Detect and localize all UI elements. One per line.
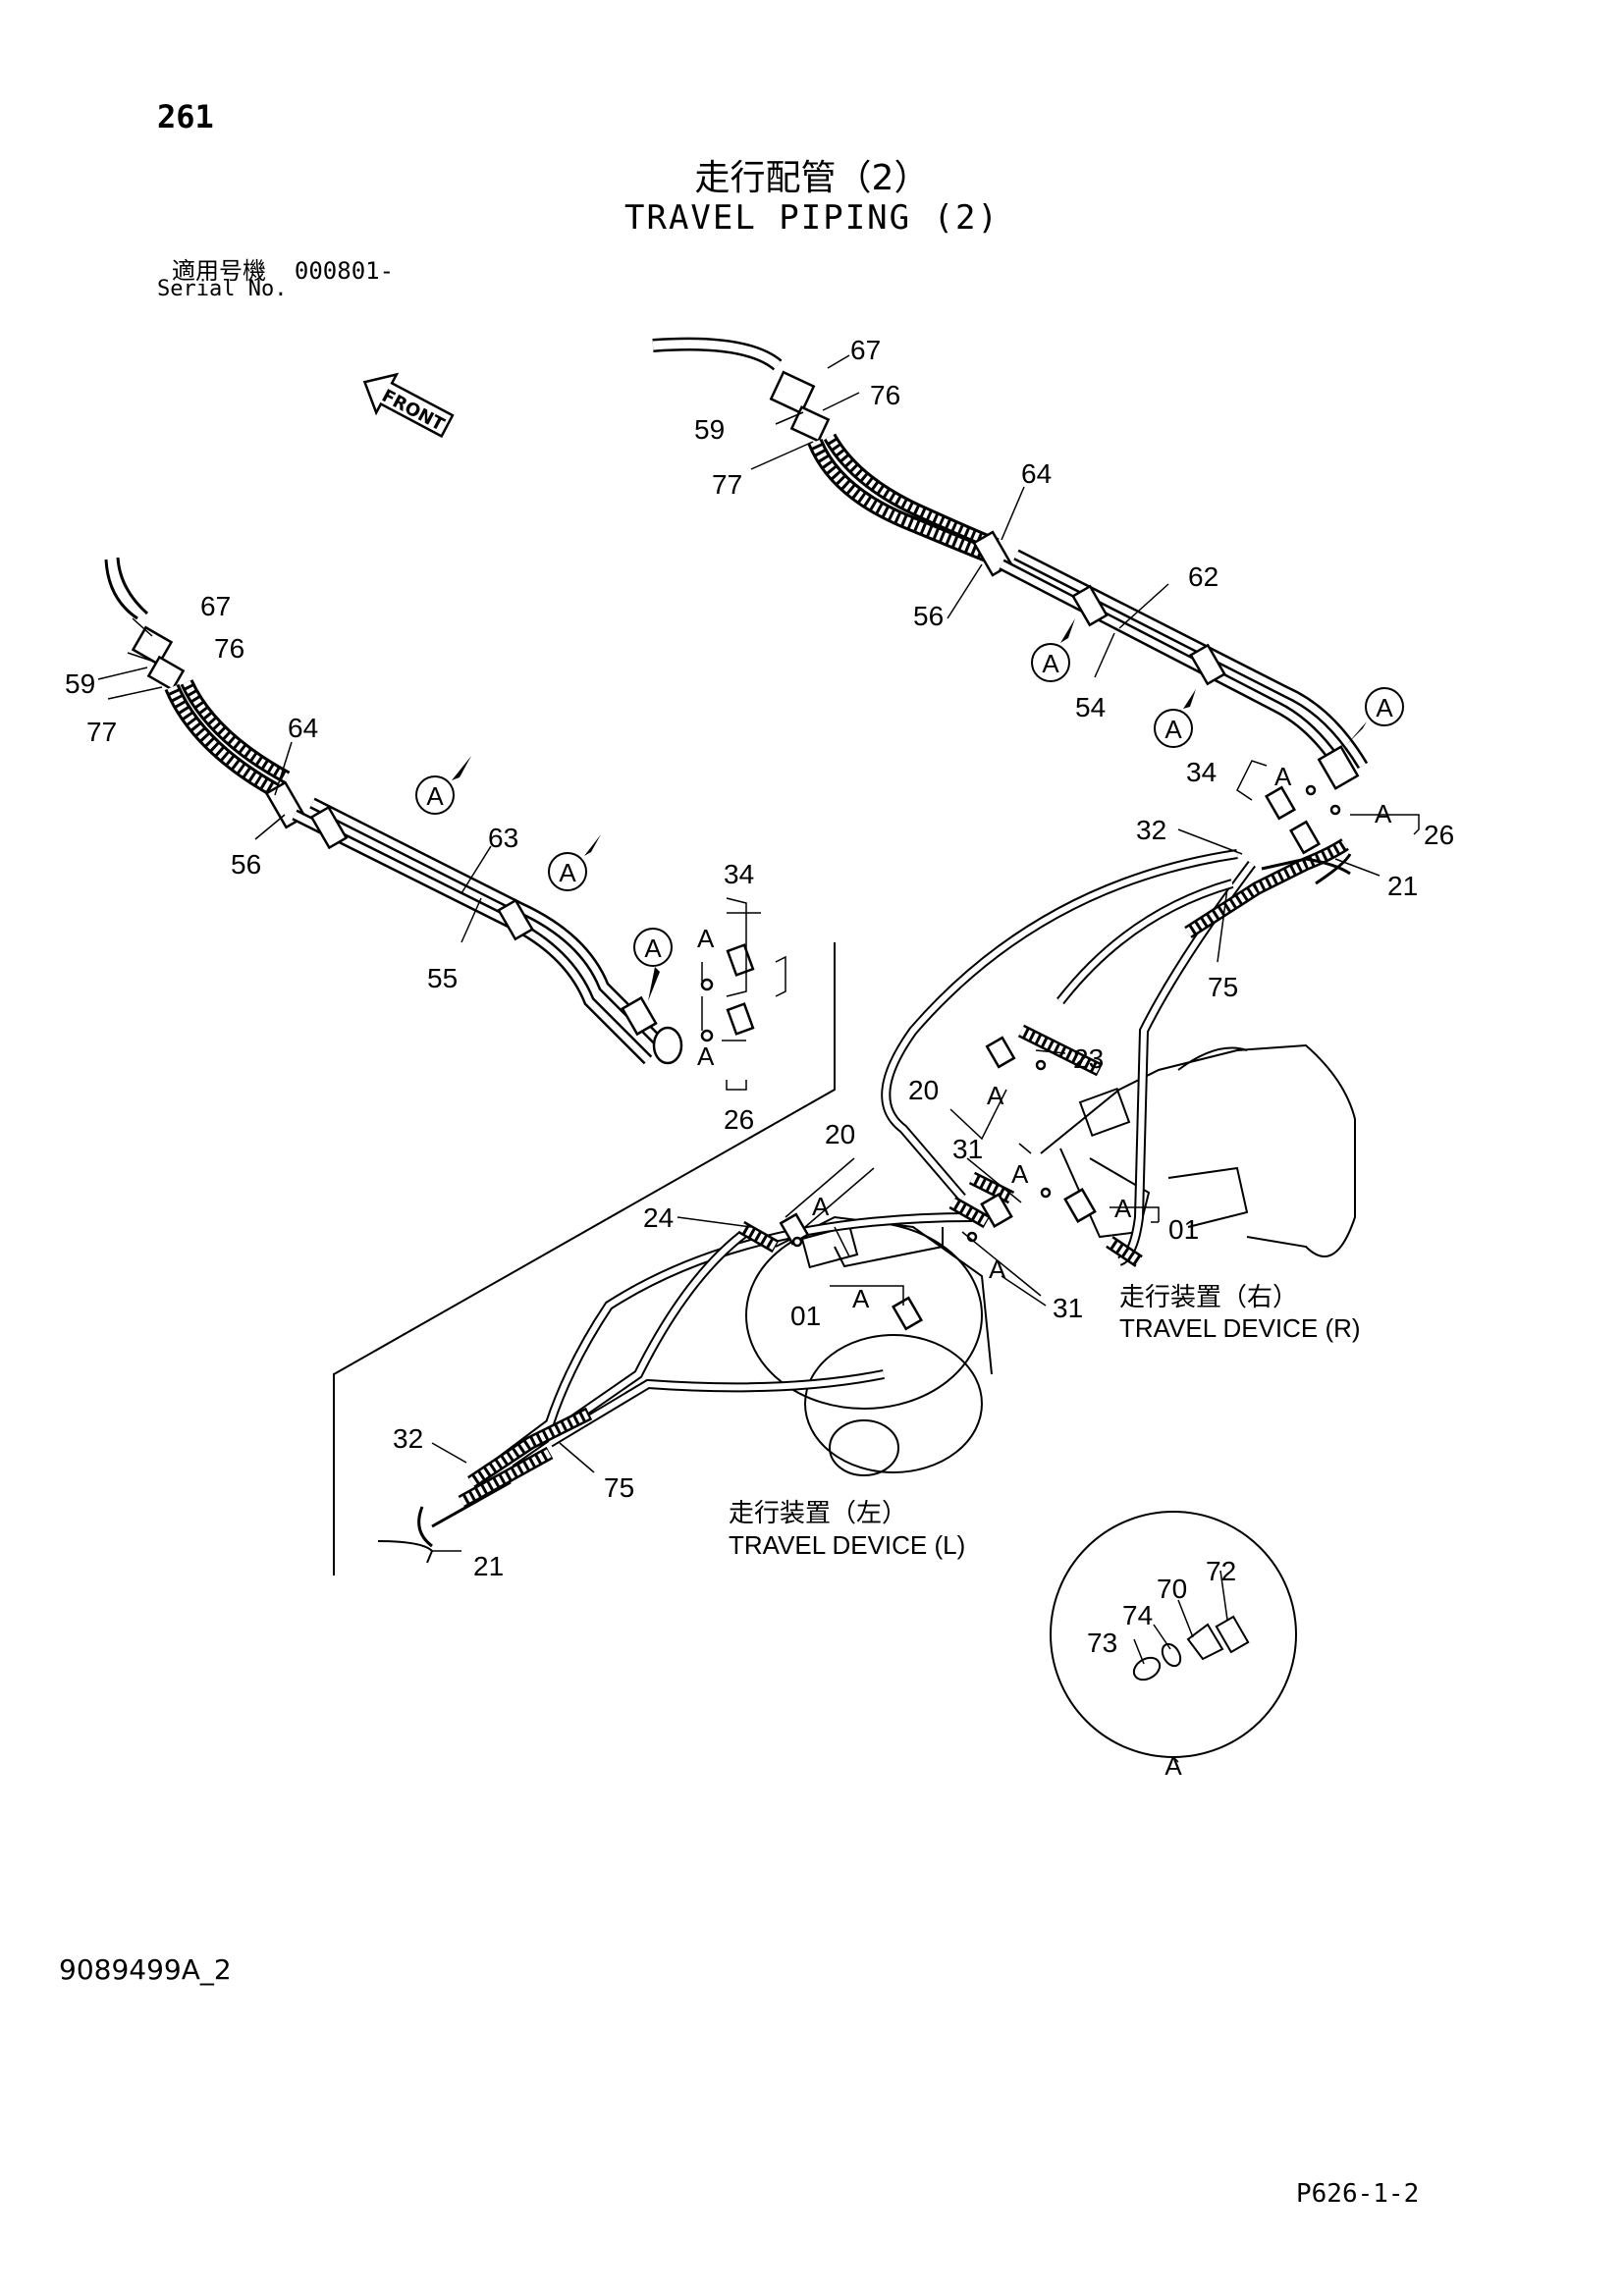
callout-31: 31 bbox=[952, 1134, 983, 1164]
a-label: A bbox=[812, 1192, 830, 1221]
a-label: A bbox=[697, 1041, 715, 1071]
serial-label-jp: 適用号機 bbox=[172, 257, 266, 285]
callout-26: 26 bbox=[1424, 820, 1454, 850]
circle-a-marker: A bbox=[1042, 649, 1059, 678]
callout-01: 01 bbox=[1168, 1214, 1199, 1245]
callout-23: 23 bbox=[1073, 1043, 1104, 1074]
front-arrow-icon: FRONT bbox=[362, 372, 455, 439]
callout-20: 20 bbox=[825, 1119, 855, 1149]
a-label: A bbox=[1375, 799, 1392, 828]
page-title-jp: 走行配管（2） bbox=[694, 158, 930, 198]
callout-20: 20 bbox=[908, 1075, 939, 1105]
callout-numbers: 67 76 59 77 64 56 62 54 67 76 59 77 64 5… bbox=[65, 335, 1454, 1658]
callout-75: 75 bbox=[604, 1472, 634, 1503]
callout-77: 77 bbox=[86, 717, 117, 747]
hose-bundles bbox=[377, 838, 1352, 1564]
right-pipe-assembly bbox=[652, 337, 1369, 790]
a-label: A bbox=[1114, 1194, 1132, 1223]
callout-72: 72 bbox=[1206, 1556, 1236, 1586]
travel-device-left bbox=[745, 1215, 993, 1476]
callout-74: 74 bbox=[1122, 1600, 1153, 1630]
circle-a-markers: A A A A A A bbox=[415, 643, 1404, 967]
circle-a-marker: A bbox=[559, 858, 576, 887]
callout-31: 31 bbox=[1053, 1293, 1083, 1323]
callout-59: 59 bbox=[694, 414, 725, 445]
travel-device-left-label-jp: 走行装置（左） bbox=[729, 1498, 907, 1527]
serial-value: 000801- bbox=[294, 257, 395, 285]
page-reference: P626-1-2 bbox=[1296, 2179, 1420, 2209]
circle-a-marker: A bbox=[1164, 715, 1182, 744]
leader-lines bbox=[97, 354, 1420, 1763]
travel-device-left-label-en: TRAVEL DEVICE (L) bbox=[729, 1530, 965, 1560]
page-title-en: TRAVEL PIPING (2) bbox=[624, 198, 1000, 238]
callout-34: 34 bbox=[1186, 757, 1217, 787]
callout-64: 64 bbox=[1021, 458, 1052, 489]
callout-67: 67 bbox=[850, 335, 881, 365]
travel-device-right-label-jp: 走行装置（右） bbox=[1119, 1282, 1298, 1311]
callout-77: 77 bbox=[712, 469, 742, 500]
plain-a-labels: A A A A A A A A A A A bbox=[697, 762, 1392, 1781]
device-labels: 走行装置（右） TRAVEL DEVICE (R) 走行装置（左） TRAVEL… bbox=[729, 1282, 1361, 1560]
callout-24: 24 bbox=[643, 1202, 674, 1233]
inset-panel bbox=[333, 942, 836, 1575]
serial-label: 適用号機 000801- bbox=[172, 251, 394, 286]
a-label: A bbox=[1274, 762, 1292, 791]
callout-67: 67 bbox=[200, 591, 231, 621]
a-label: A bbox=[987, 1081, 1004, 1110]
callout-62: 62 bbox=[1188, 561, 1218, 592]
callout-70: 70 bbox=[1157, 1574, 1187, 1604]
page-number: 261 bbox=[157, 98, 214, 135]
callout-54: 54 bbox=[1075, 692, 1106, 722]
callout-56: 56 bbox=[913, 601, 944, 631]
callout-59: 59 bbox=[65, 668, 95, 699]
callout-63: 63 bbox=[488, 823, 518, 853]
left-pipe-assembly bbox=[104, 557, 683, 1065]
circle-a-pointers bbox=[452, 618, 1367, 1001]
a-label: A bbox=[1011, 1159, 1029, 1189]
callout-32: 32 bbox=[393, 1423, 423, 1454]
circle-a-marker: A bbox=[644, 934, 662, 963]
callout-75: 75 bbox=[1208, 972, 1238, 1002]
a-label: A bbox=[697, 924, 715, 953]
a-label: A bbox=[989, 1255, 1006, 1284]
circle-a-marker: A bbox=[426, 781, 444, 811]
callout-34: 34 bbox=[724, 859, 754, 889]
callout-01: 01 bbox=[790, 1301, 821, 1331]
callout-26: 26 bbox=[724, 1104, 754, 1135]
serial-label-en: Serial No. bbox=[157, 277, 288, 301]
callout-73: 73 bbox=[1087, 1628, 1117, 1658]
callout-64: 64 bbox=[288, 713, 318, 743]
callout-21: 21 bbox=[473, 1551, 504, 1581]
travel-device-right-label-en: TRAVEL DEVICE (R) bbox=[1119, 1313, 1361, 1343]
callout-21: 21 bbox=[1387, 871, 1418, 901]
callout-55: 55 bbox=[427, 963, 458, 993]
detail-a-label: A bbox=[1164, 1751, 1182, 1781]
circle-a-marker: A bbox=[1376, 693, 1393, 722]
document-code: 9089499A_2 bbox=[59, 1953, 232, 1986]
callout-56: 56 bbox=[231, 849, 261, 880]
a-label: A bbox=[852, 1284, 870, 1313]
callout-76: 76 bbox=[214, 633, 244, 664]
callout-76: 76 bbox=[870, 380, 900, 410]
callout-32: 32 bbox=[1136, 815, 1166, 845]
